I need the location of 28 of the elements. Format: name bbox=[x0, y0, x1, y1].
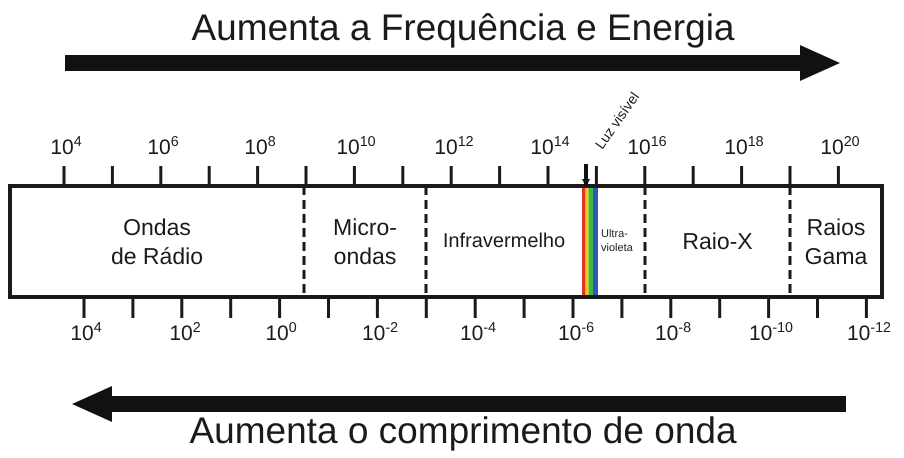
tick-label: 10$^{-2}$ bbox=[362, 322, 398, 346]
tick-label: 10$^{18}$ bbox=[724, 136, 764, 160]
tick-label: 10$^{-8}$ bbox=[654, 322, 692, 346]
visible-spectrum-band bbox=[582, 188, 598, 295]
tick-label: 10$^{16}$ bbox=[627, 136, 667, 160]
tick-label: 10$^{4}$ bbox=[70, 322, 102, 346]
tick-label: 10$^{4}$ bbox=[50, 136, 82, 160]
tick-label: 10$^{-12}$ bbox=[847, 322, 891, 346]
tick-label: 10$^{0}$ bbox=[265, 322, 297, 346]
region-label: Infravermelho bbox=[442, 229, 566, 254]
axis-title: Aumenta a Frequência e Energia bbox=[192, 7, 734, 49]
tick-label: 10$^{-6}$ bbox=[558, 322, 594, 346]
tick-label: 10$^{14}$ bbox=[530, 136, 570, 160]
tick-label: 10$^{10}$ bbox=[336, 136, 376, 160]
region-label: Raios Gama bbox=[804, 212, 868, 270]
tick-label: 10$^{-10}$ bbox=[749, 322, 793, 346]
tick-label: 10$^{-4}$ bbox=[460, 322, 496, 346]
arrow bbox=[582, 164, 590, 187]
tick-label: 10$^{2}$ bbox=[169, 322, 201, 346]
region-label: Raio-X bbox=[682, 227, 753, 256]
region-label: Ondas de Rádio bbox=[110, 212, 204, 270]
region-label: Ultra- violeta bbox=[601, 228, 634, 256]
tick-label: 10$^{6}$ bbox=[147, 136, 179, 160]
tick-label: 10$^{12}$ bbox=[434, 136, 474, 160]
region-label: Micro- ondas bbox=[332, 212, 398, 270]
tick-label: 10$^{8}$ bbox=[244, 136, 276, 160]
axis-title: Aumenta o comprimento de onda bbox=[189, 410, 737, 452]
tick-label: 10$^{20}$ bbox=[820, 136, 860, 160]
